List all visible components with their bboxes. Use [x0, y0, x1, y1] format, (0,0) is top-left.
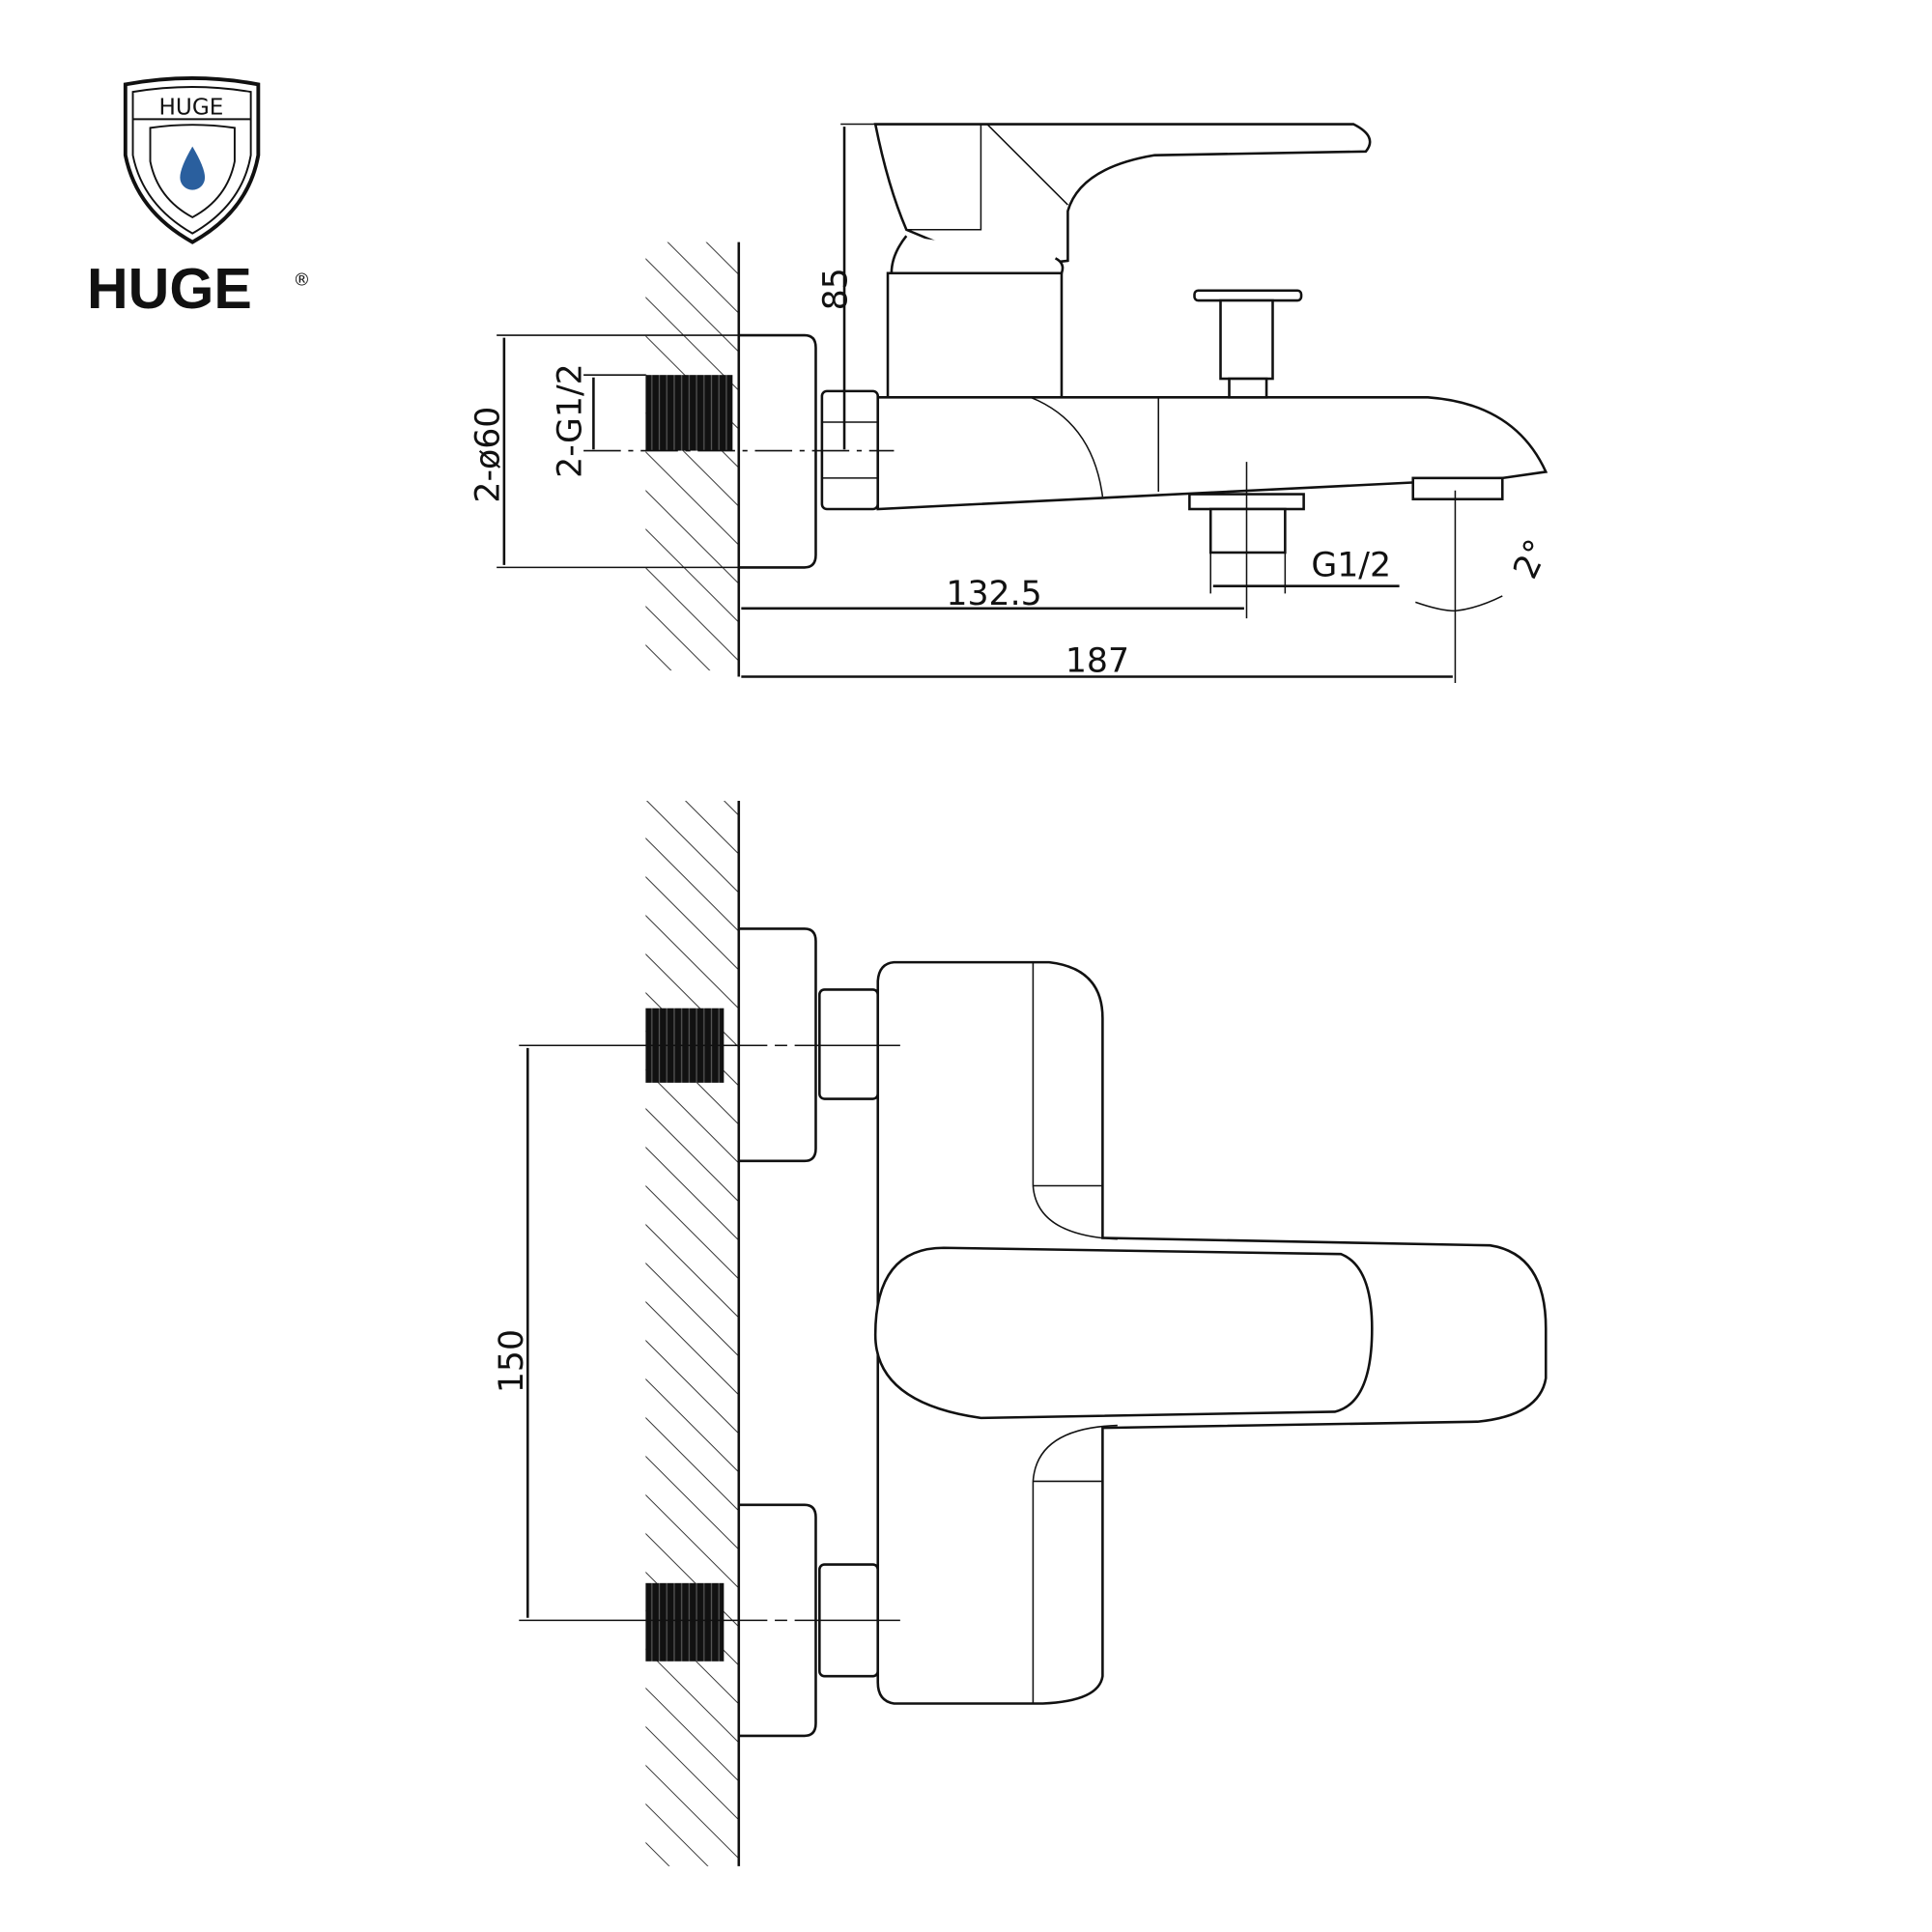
diverter-knob [1193, 289, 1303, 302]
shower-outlet [1411, 476, 1504, 500]
diverter-stem [1219, 298, 1274, 381]
mixer-column [886, 271, 1064, 399]
spout [876, 396, 1548, 511]
dim-outlet-distance: 132.5 [946, 575, 1041, 613]
dim-inlet-spacing: 150 [493, 1329, 531, 1393]
shield-inner-outline [131, 86, 252, 235]
outlet-nipple [1208, 507, 1287, 554]
inlet-thread-lower [645, 1582, 724, 1662]
lever-handle [873, 1246, 1374, 1420]
spout-contour [1030, 396, 1104, 497]
logo-wordmark: HUGE [87, 256, 252, 321]
dim-inlet-thread: 2-G1/2 [552, 363, 590, 478]
shield-text: HUGE [159, 95, 224, 120]
dim-height: 85 [817, 268, 856, 310]
diverter-base [1228, 377, 1268, 399]
wall-hatch [645, 801, 739, 1866]
dim-escutcheon-diameter: 2-ø60 [469, 407, 508, 503]
inlet-thread [645, 375, 733, 451]
handle-contour [906, 123, 1068, 231]
dim-total-projection: 187 [1065, 641, 1129, 680]
shield-inner-crest [149, 124, 236, 219]
wall-hatch [645, 242, 739, 671]
registered-mark: ® [293, 270, 310, 291]
side-view: 85 2-ø60 2-G1/2 132.5 187 G1/2 2° [469, 123, 1557, 683]
dim-arc-spout-angle [1415, 595, 1503, 612]
body-contour [1032, 962, 1118, 1704]
dim-outlet-thread: G1/2 [1311, 546, 1391, 584]
handle [873, 123, 1372, 266]
brand-logo: HUGE HUGE ® [87, 76, 310, 321]
dim-spout-angle: 2° [1506, 534, 1557, 585]
top-view: 150 [493, 801, 1548, 1866]
water-drop-icon [180, 146, 206, 190]
handle-base [890, 235, 1065, 275]
nut-upper [818, 988, 880, 1100]
